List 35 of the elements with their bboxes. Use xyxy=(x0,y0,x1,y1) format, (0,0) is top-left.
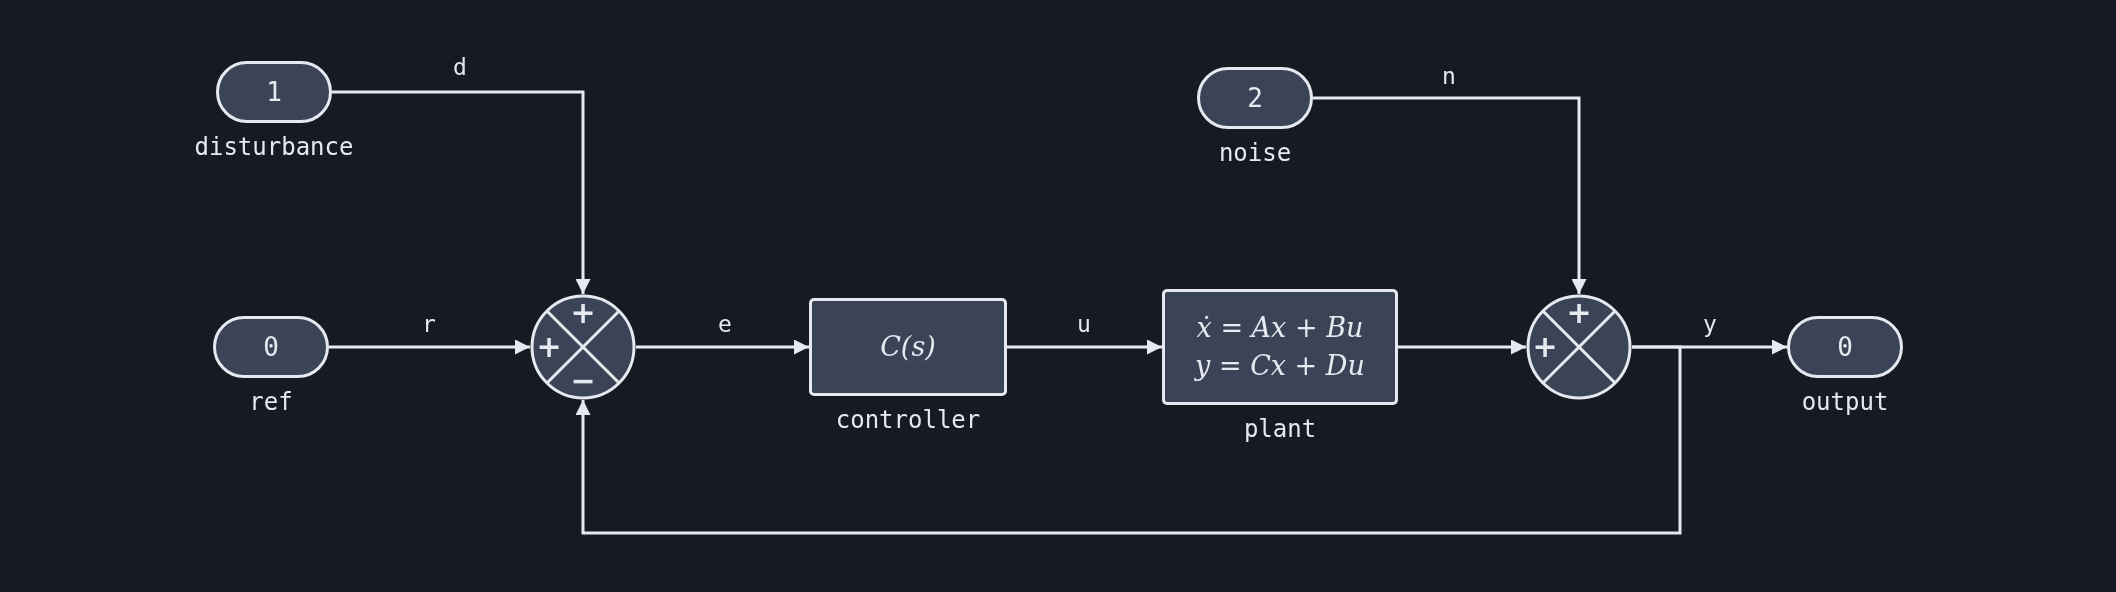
edge-label: n xyxy=(1442,63,1456,89)
node-caption: noise xyxy=(1218,139,1292,167)
arrow xyxy=(1313,96,1587,294)
node-caption: output xyxy=(1801,388,1889,416)
edge-label: r xyxy=(422,311,436,337)
summing-junction xyxy=(1526,294,1632,400)
sign-label: + xyxy=(1566,298,1592,329)
edge-label: u xyxy=(1077,311,1091,337)
node-caption: plant xyxy=(1243,415,1317,443)
port-number: 0 xyxy=(1837,332,1853,362)
edge-label: d xyxy=(453,54,467,80)
node-caption: disturbance xyxy=(194,133,354,161)
equation-text: ẋ = Ax + Bu xyxy=(1196,311,1364,345)
sign-label: − xyxy=(570,365,596,396)
port-number: 2 xyxy=(1247,83,1263,113)
sign-label: + xyxy=(570,298,596,329)
arrow xyxy=(1398,339,1526,355)
edge-label: y xyxy=(1703,311,1717,337)
arrow xyxy=(329,339,530,355)
node-caption: ref xyxy=(249,388,293,416)
block-box xyxy=(1162,289,1398,405)
node-caption: controller xyxy=(835,406,981,434)
arrow xyxy=(332,90,591,294)
edge-label: e xyxy=(718,311,732,337)
summing-junction xyxy=(530,294,636,400)
arrow xyxy=(1007,339,1162,355)
arrow xyxy=(636,339,809,355)
port-number: 0 xyxy=(263,332,279,362)
sign-label: + xyxy=(536,332,562,362)
port-number: 1 xyxy=(266,77,282,107)
arrow xyxy=(575,345,1682,535)
sign-label: + xyxy=(1532,332,1558,362)
block-box xyxy=(809,298,1007,396)
equation-text: C(s) xyxy=(880,330,936,364)
equation-text: y = Cx + Du xyxy=(1195,349,1365,383)
